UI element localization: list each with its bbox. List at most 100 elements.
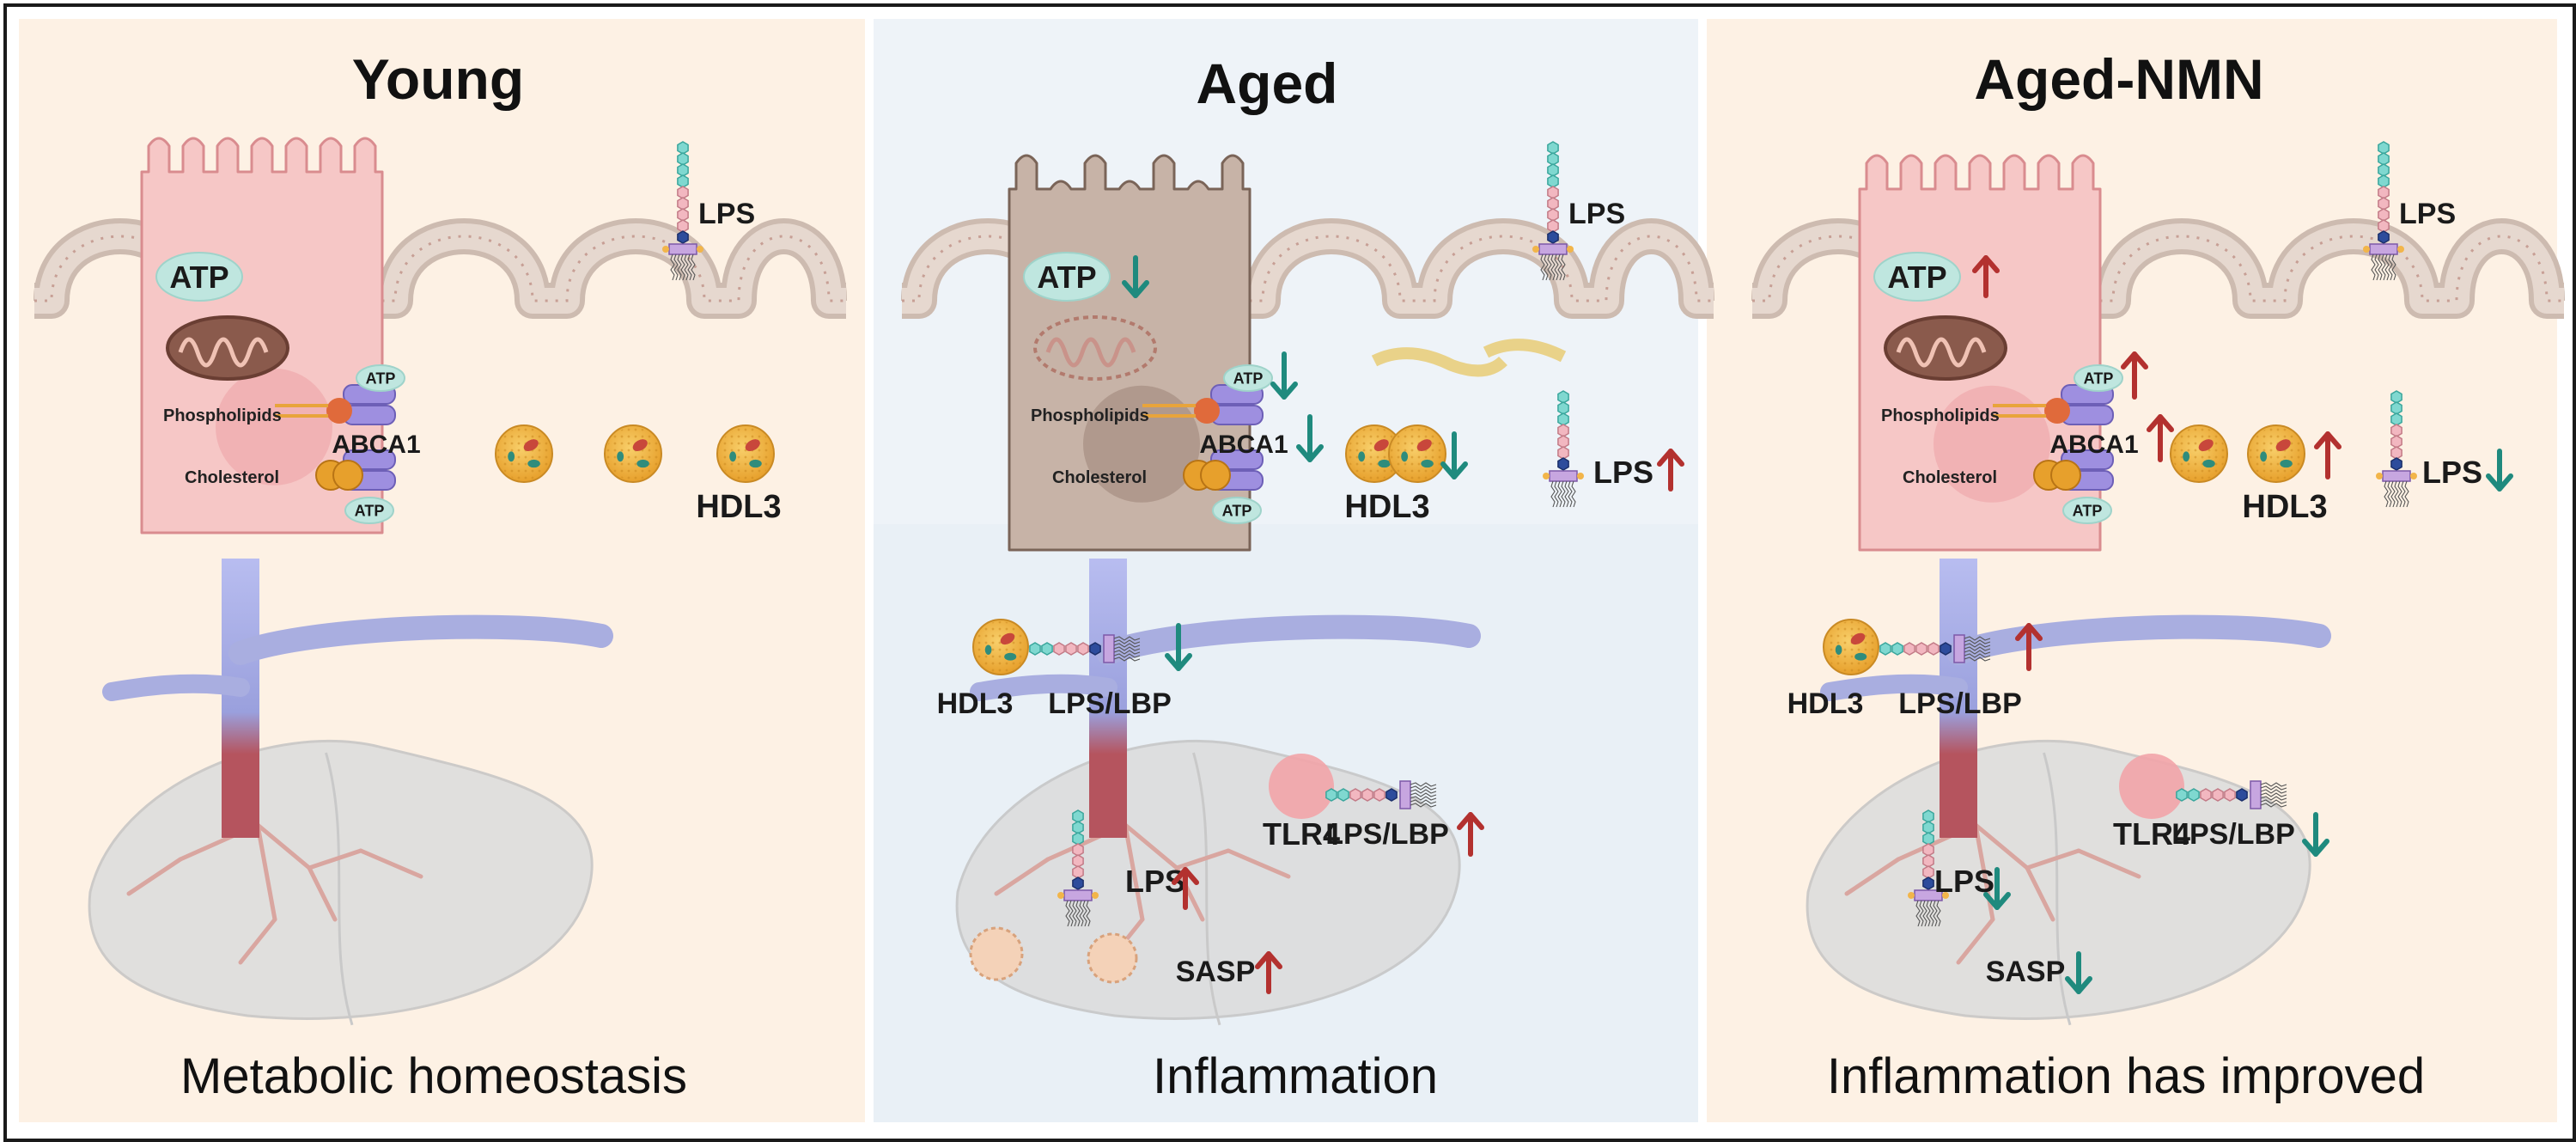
hepatic-vessels-icon — [1844, 822, 2141, 965]
panel-aged-nmn: ATPPhospholipidsCholesterolABCA1ATPATPLP… — [1751, 141, 2565, 1026]
lps-membrane-molecule — [2363, 141, 2404, 281]
atp-main-arrow — [1122, 255, 1149, 298]
lps-leak-label: LPS — [1593, 455, 1653, 490]
panel-aged-title: Aged — [1197, 52, 1338, 115]
tlr4-label: TLR4 — [1263, 816, 1340, 852]
figure-frame — [3, 3, 2576, 1142]
lps-lbp-blood-molecule — [1029, 634, 1141, 663]
enterocyte-cell — [1008, 154, 1251, 552]
mitochondrion-icon — [1884, 315, 2007, 381]
atp-bottom-badge-text: ATP — [1222, 502, 1252, 519]
lps-membrane-molecule — [1532, 141, 1574, 281]
hdl3-particle — [604, 424, 662, 483]
lps-leak-arrow — [1657, 449, 1684, 492]
portal-vein-icon — [102, 559, 613, 838]
lps-lbp-liver-label: LPS/LBP — [2171, 818, 2295, 851]
hdl3-blood-particle — [1823, 619, 1879, 675]
lps-leak-molecule — [2376, 390, 2417, 508]
cholesterol-icon — [1200, 460, 1231, 491]
lps-lbp-blood-molecule — [1879, 634, 1991, 663]
hdl3-blood-label: HDL3 — [1787, 687, 1864, 720]
panel-nmn-title: Aged-NMN — [1974, 47, 2263, 111]
lps-membrane-label: LPS — [1568, 198, 1625, 230]
cholesterol-label: Cholesterol — [1052, 468, 1147, 487]
lps-liver-molecule — [1908, 809, 1949, 927]
lps-membrane-molecule — [662, 141, 703, 281]
hdl3-label: HDL3 — [696, 489, 781, 525]
phospholipids-label: Phospholipids — [1881, 406, 2000, 425]
hdl3-particle — [1345, 424, 1404, 483]
cholesterol-label: Cholesterol — [1903, 468, 1997, 487]
hdl3-blood-label: HDL3 — [937, 687, 1014, 720]
lps-lbp-liver-arrow — [2302, 812, 2329, 857]
senescent-cell-icon — [969, 926, 1024, 981]
lps-lbp-liver-arrow — [1457, 812, 1484, 857]
atp-bottom-badge-text: ATP — [355, 502, 385, 519]
lps-lbp-liver-molecule — [1325, 780, 1437, 809]
abca1-arrow — [1296, 414, 1324, 462]
lps-lbp-blood-label: LPS/LBP — [1898, 687, 2022, 720]
mitochondrion-icon — [1033, 315, 1157, 381]
atp-main-badge: ATP — [1873, 252, 1961, 302]
phospholipids-label: Phospholipids — [163, 406, 282, 425]
atp-top-badge-text: ATP — [2084, 369, 2114, 387]
tight-junction-damage-icon — [1371, 347, 1507, 377]
lps-lbp-blood-label: LPS/LBP — [1048, 687, 1172, 720]
hdl3-label: HDL3 — [1344, 489, 1429, 525]
kupffer-cell-icon — [1269, 754, 1334, 819]
lps-lbp-liver-molecule — [2176, 780, 2287, 809]
lps-leak-label: LPS — [2422, 455, 2482, 490]
sasp-label: SASP — [1176, 956, 1256, 988]
liver-icon — [88, 740, 594, 1026]
lps-leak-molecule — [1543, 390, 1584, 508]
kupffer-cell-icon — [2119, 754, 2184, 819]
sasp-arrow — [1255, 951, 1282, 994]
cholesterol-icon — [2050, 460, 2081, 491]
cholesterol-icon — [332, 460, 363, 491]
atp-bottom-badge: ATP — [2062, 497, 2112, 524]
hepatic-vessels-icon — [994, 822, 1291, 965]
cholesterol-label: Cholesterol — [185, 468, 279, 487]
atp-bottom-badge: ATP — [344, 497, 394, 524]
lps-liver-molecule — [1057, 809, 1099, 927]
atp-main-badge-text: ATP — [169, 260, 228, 295]
abca1-label: ABCA1 — [2049, 431, 2138, 459]
senescent-cell-icon — [1087, 932, 1138, 984]
panel-nmn-caption: Inflammation has improved — [1827, 1048, 2425, 1104]
phospholipid-head-icon — [326, 398, 352, 424]
phospholipids-label: Phospholipids — [1031, 406, 1149, 425]
lps-lbp-liver-label: LPS/LBP — [1325, 818, 1449, 851]
atp-top-badge: ATP — [2074, 364, 2123, 392]
atp-top-arrow — [2121, 351, 2148, 400]
mitochondrion-icon — [166, 315, 289, 381]
atp-top-arrow — [1270, 351, 1298, 400]
lps-membrane-label: LPS — [2399, 198, 2456, 230]
atp-bottom-badge-text: ATP — [2073, 502, 2103, 519]
panel-young-caption: Metabolic homeostasis — [180, 1048, 687, 1104]
portal-vein-icon — [970, 559, 1481, 838]
sasp-label: SASP — [1986, 956, 2066, 988]
hdl3-particle — [495, 424, 553, 483]
hdl3-particle — [1388, 424, 1446, 483]
tlr4-label: TLR4 — [2113, 816, 2190, 852]
phospholipid-head-icon — [2044, 398, 2070, 424]
atp-top-badge-text: ATP — [366, 369, 396, 387]
atp-top-badge: ATP — [1223, 364, 1273, 392]
hdl3-blood-particle — [972, 619, 1029, 675]
atp-main-badge-text: ATP — [1037, 260, 1096, 295]
lps-membrane-label: LPS — [698, 198, 755, 230]
hdl3-arrow — [1440, 431, 1468, 479]
panel-aged-caption: Inflammation — [1153, 1048, 1438, 1104]
atp-main-badge: ATP — [1023, 252, 1111, 302]
abca1-arrow — [2147, 414, 2174, 462]
panel-young: ATPPhospholipidsCholesterolABCA1ATPATPLP… — [33, 137, 847, 1026]
hdl3-arrow — [2314, 431, 2342, 479]
atp-bottom-badge: ATP — [1212, 497, 1262, 524]
lps-lbp-blood-arrow — [2015, 623, 2043, 671]
phospholipid-head-icon — [1194, 398, 1220, 424]
portal-vein-icon — [1820, 559, 2331, 838]
panel-young-title: Young — [352, 47, 524, 111]
lps-liver-arrow — [1172, 867, 1199, 910]
hdl3-particle — [716, 424, 775, 483]
